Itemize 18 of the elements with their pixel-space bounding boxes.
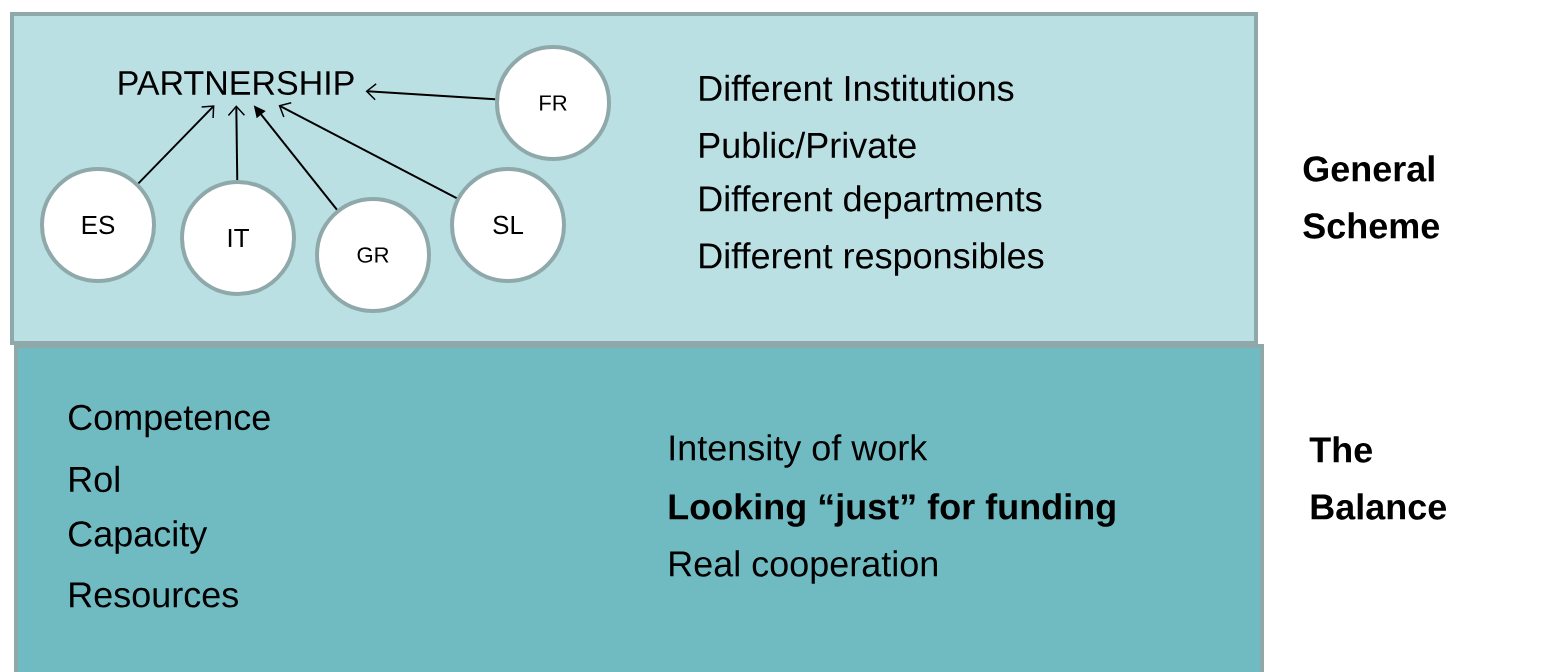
arrow bbox=[137, 105, 215, 185]
arrow bbox=[365, 83, 497, 101]
list-item: Public/Private bbox=[700, 131, 916, 159]
list-item: Looking “just” for funding bbox=[669, 493, 1115, 527]
list-item: Capacity bbox=[69, 520, 208, 554]
list-item: Competence bbox=[69, 404, 270, 438]
list-item: Different departments bbox=[700, 185, 1042, 219]
list-item: Real cooperation bbox=[670, 550, 937, 584]
arrow bbox=[278, 102, 458, 200]
list-item: Rol bbox=[70, 465, 119, 493]
list-item: Intensity of work bbox=[670, 434, 928, 468]
side-heading: The Balance bbox=[1309, 436, 1447, 520]
list-item: Different responsibles bbox=[700, 242, 1044, 276]
side-heading: General Scheme bbox=[1303, 155, 1440, 239]
list-item: Resources bbox=[70, 582, 238, 608]
arrow bbox=[227, 105, 246, 181]
heading: PARTNERSHIP bbox=[119, 70, 354, 96]
list-item: Different Institutions bbox=[700, 74, 1014, 102]
